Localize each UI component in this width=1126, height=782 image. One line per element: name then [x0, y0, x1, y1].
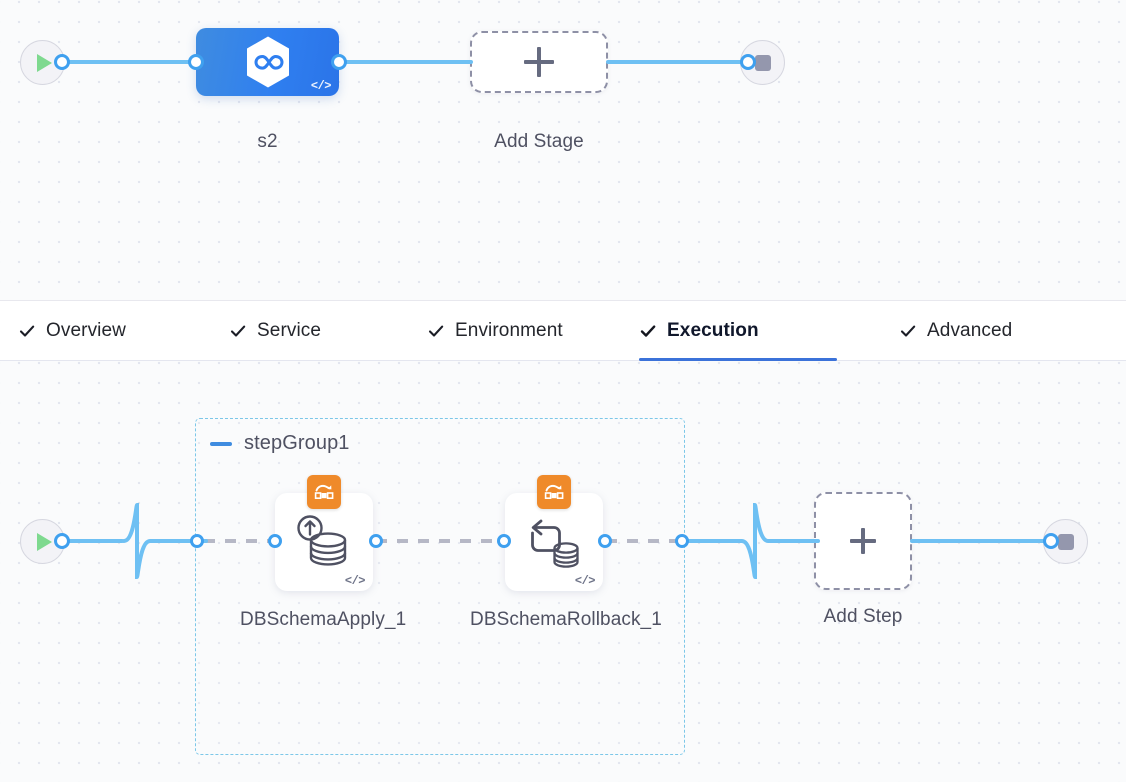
- execution-end-input-port[interactable]: [1043, 533, 1059, 549]
- add-stage-node[interactable]: [470, 31, 608, 93]
- link-dashed-step1-to-step2: [376, 539, 506, 543]
- tab-label: Execution: [667, 319, 759, 341]
- execution-canvas[interactable]: stepGroup1: [0, 361, 1126, 782]
- rollback-arc-icon: [537, 475, 571, 509]
- execution-start-output-port[interactable]: [54, 533, 70, 549]
- step-group-header[interactable]: stepGroup1: [210, 432, 350, 455]
- check-icon: [900, 325, 916, 337]
- link-curve-into-group: [122, 502, 208, 580]
- step-group-title: stepGroup1: [244, 432, 350, 454]
- link-start-segment: [62, 539, 124, 543]
- code-view-icon[interactable]: </>: [310, 79, 332, 93]
- link-stage-to-addstage: [336, 60, 473, 64]
- link-addstep-to-end: [910, 539, 1050, 543]
- tab-active-underline: [639, 358, 837, 361]
- step1-label: DBSchemaApply_1: [240, 609, 407, 630]
- link-addstage-to-end: [606, 60, 746, 64]
- link-curve-out-of-group: [684, 502, 820, 580]
- database-rollback-icon: [531, 519, 579, 568]
- link-dashed-to-step1: [204, 539, 278, 543]
- plus-icon: [524, 47, 554, 77]
- group-exit-port[interactable]: [675, 534, 689, 548]
- stage-output-port[interactable]: [331, 54, 347, 70]
- tab-environment[interactable]: Environment: [427, 301, 639, 360]
- execution-start-node[interactable]: [20, 519, 65, 564]
- check-icon: [428, 325, 444, 337]
- check-icon: [19, 325, 35, 337]
- check-icon: [640, 324, 656, 337]
- code-view-icon[interactable]: </>: [574, 574, 596, 588]
- end-input-port[interactable]: [740, 54, 756, 70]
- step-group-container[interactable]: [195, 418, 685, 755]
- rollback-arc-icon: [307, 475, 341, 509]
- link-dashed-step2-to-exit: [606, 539, 684, 543]
- group-entry-port[interactable]: [190, 534, 204, 548]
- add-stage-label: Add Stage: [494, 131, 584, 152]
- stop-icon: [754, 54, 771, 71]
- check-icon: [230, 325, 246, 337]
- step1-input-port[interactable]: [268, 534, 282, 548]
- add-step-node[interactable]: [814, 492, 912, 590]
- step2-label: DBSchemaRollback_1: [470, 609, 662, 630]
- stage-config-tabs[interactable]: Overview Service Environment Execution A…: [0, 300, 1126, 361]
- start-output-port[interactable]: [54, 54, 70, 70]
- tab-overview[interactable]: Overview: [18, 301, 229, 360]
- stage-input-port[interactable]: [188, 54, 204, 70]
- tab-label: Advanced: [927, 319, 1013, 341]
- tab-label: Environment: [455, 319, 563, 341]
- stage-node-s2[interactable]: </>: [196, 28, 339, 96]
- stop-icon: [1057, 533, 1074, 550]
- step1-output-port[interactable]: [369, 534, 383, 548]
- step-node-dbschemarollback[interactable]: </>: [505, 475, 603, 591]
- step-node-dbschemaapply[interactable]: </>: [275, 475, 373, 591]
- stage-label: s2: [257, 131, 278, 152]
- link-start-to-stage: [62, 60, 202, 64]
- tab-service[interactable]: Service: [229, 301, 427, 360]
- step2-input-port[interactable]: [497, 534, 511, 548]
- step2-output-port[interactable]: [598, 534, 612, 548]
- database-apply-icon: [297, 515, 347, 566]
- tab-label: Service: [257, 319, 322, 341]
- play-icon: [37, 532, 52, 551]
- tab-advanced[interactable]: Advanced: [837, 301, 1027, 360]
- stage-canvas[interactable]: </> s2 Add Stage: [0, 0, 1126, 300]
- tab-label: Overview: [46, 319, 126, 341]
- plus-icon: [850, 528, 876, 554]
- minus-icon[interactable]: [210, 441, 232, 446]
- devops-infinity-hexagon-icon: [246, 36, 289, 88]
- tab-execution[interactable]: Execution: [639, 301, 837, 361]
- add-step-label: Add Step: [823, 606, 903, 627]
- code-view-icon[interactable]: </>: [344, 574, 366, 588]
- play-icon: [37, 53, 52, 72]
